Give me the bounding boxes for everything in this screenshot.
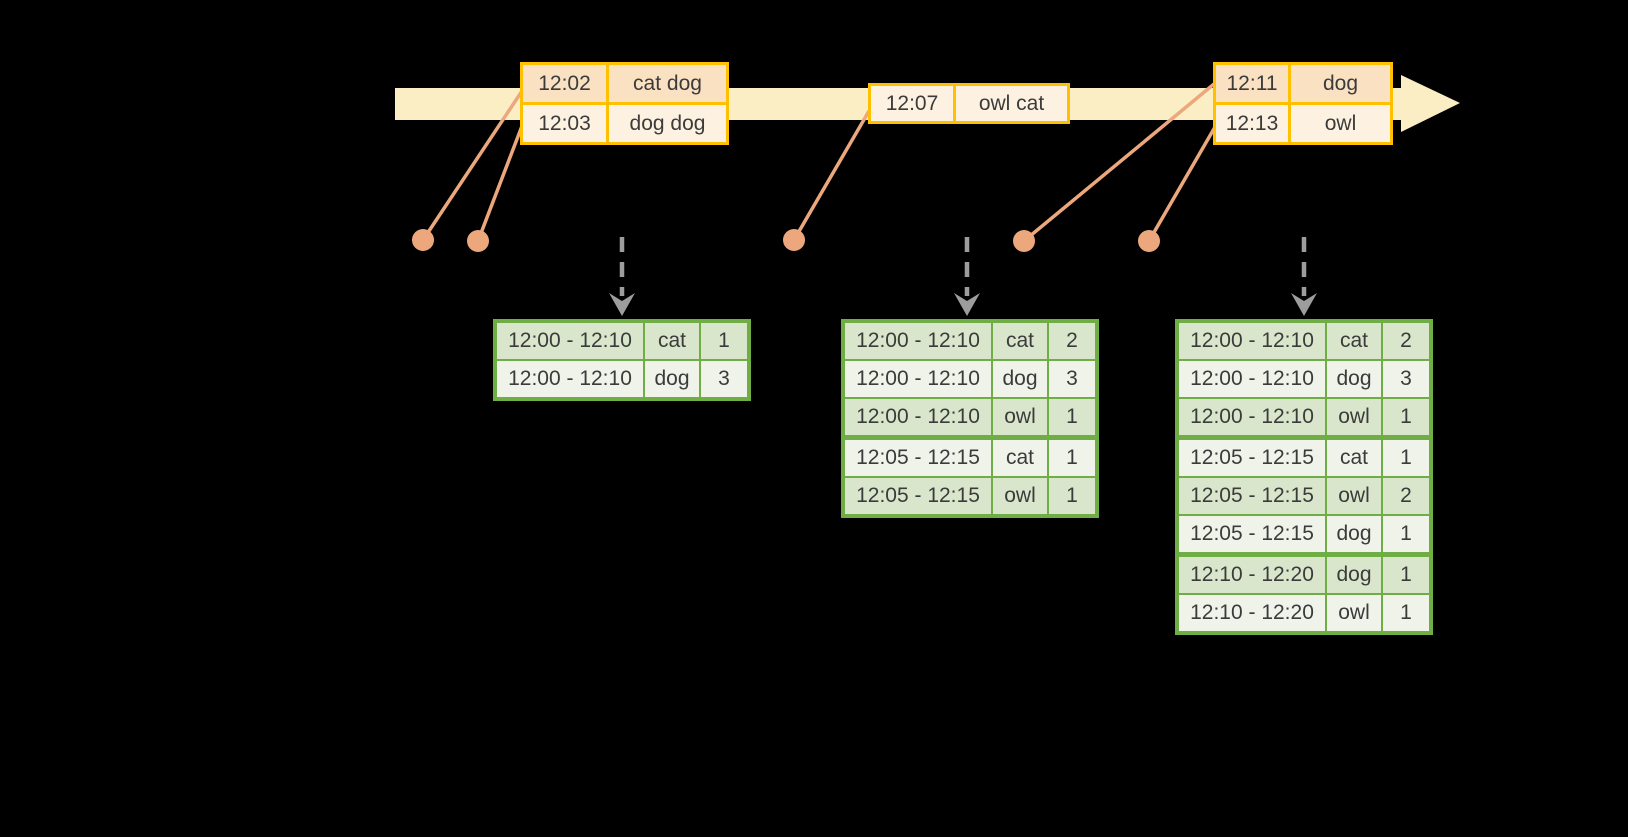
count-cell: 1 [1383,440,1429,476]
count-cell: 1 [701,323,747,359]
word-cell: dog [993,361,1049,397]
count-cell: 3 [1383,361,1429,397]
window-cell: 12:00 - 12:10 [845,399,993,435]
event-words-cell: owl cat [956,86,1067,121]
connector-line-1207 [792,110,871,241]
count-cell: 1 [1383,557,1429,593]
count-cell: 3 [701,361,747,397]
window-cell: 12:05 - 12:15 [1179,440,1327,476]
window-cell: 12:10 - 12:20 [1179,595,1327,631]
word-cell: owl [1327,399,1383,435]
count-cell: 1 [1049,440,1095,476]
word-cell: cat [1327,323,1383,359]
table-row: 12:00 - 12:10 dog 3 [845,359,1095,397]
count-cell: 1 [1383,399,1429,435]
connector-line-1202 [421,90,524,241]
event-words-cell: dog dog [609,105,726,142]
window-cell: 12:00 - 12:10 [1179,361,1327,397]
event-words-cell: dog [1291,65,1390,102]
table-row: 12:00 - 12:10 cat 1 [497,323,747,359]
word-cell: owl [1327,478,1383,514]
event-connector-lines [421,82,1217,243]
window-cell: 12:00 - 12:10 [1179,323,1327,359]
event-row: 12:07 owl cat [871,86,1067,121]
word-cell: cat [1327,440,1383,476]
connector-line-1213 [1147,126,1217,242]
word-cell: cat [993,440,1049,476]
table-row: 12:00 - 12:10 dog 3 [497,359,747,397]
event-row: 12:03 dog dog [523,102,726,142]
word-cell: owl [993,478,1049,514]
down-arrowhead-icon [1291,293,1317,316]
table-row: 12:05 - 12:15 dog 1 [1179,514,1429,552]
event-dot [412,229,434,251]
connector-line-1211 [1022,82,1216,243]
timeline-arrowhead-icon [1401,75,1460,132]
window-cell: 12:05 - 12:15 [1179,478,1327,514]
word-cell: owl [993,399,1049,435]
table-row: 12:00 - 12:10 owl 1 [845,397,1095,435]
table-row: 12:00 - 12:10 cat 2 [845,323,1095,359]
table-row: 12:05 - 12:15 owl 2 [1179,476,1429,514]
word-cell: cat [993,323,1049,359]
event-dots [412,229,1160,252]
table-row: 12:05 - 12:15 cat 1 [1179,435,1429,476]
word-cell: dog [1327,361,1383,397]
count-cell: 1 [1049,478,1095,514]
count-cell: 1 [1383,516,1429,552]
word-cell: dog [645,361,701,397]
window-cell: 12:00 - 12:10 [497,323,645,359]
event-dot [467,230,489,252]
event-dot [1013,230,1035,252]
count-cell: 2 [1383,323,1429,359]
window-cell: 12:00 - 12:10 [845,361,993,397]
event-dot [1138,230,1160,252]
down-arrowhead-icon [954,293,980,316]
table-row: 12:00 - 12:10 owl 1 [1179,397,1429,435]
down-arrowhead-icon [609,293,635,316]
table-row: 12:10 - 12:20 dog 1 [1179,552,1429,593]
table-row: 12:00 - 12:10 cat 2 [1179,323,1429,359]
event-dot [783,229,805,251]
connector-line-1203 [476,125,524,242]
result-table-1: 12:00 - 12:10 cat 1 12:00 - 12:10 dog 3 [493,319,751,401]
event-row: 12:13 owl [1216,102,1390,142]
event-time-cell: 12:13 [1216,105,1291,142]
table-row: 12:05 - 12:15 owl 1 [845,476,1095,514]
count-cell: 1 [1049,399,1095,435]
result-table-3: 12:00 - 12:10 cat 2 12:00 - 12:10 dog 3 … [1175,319,1433,635]
word-cell: dog [1327,557,1383,593]
word-cell: dog [1327,516,1383,552]
event-words-cell: cat dog [609,65,726,102]
event-box-1: 12:02 cat dog 12:03 dog dog [520,62,729,145]
table-row: 12:00 - 12:10 dog 3 [1179,359,1429,397]
window-cell: 12:05 - 12:15 [1179,516,1327,552]
event-time-cell: 12:07 [871,86,956,121]
event-words-cell: owl [1291,105,1390,142]
result-table-2: 12:00 - 12:10 cat 2 12:00 - 12:10 dog 3 … [841,319,1099,518]
event-time-cell: 12:11 [1216,65,1291,102]
count-cell: 1 [1383,595,1429,631]
window-cell: 12:05 - 12:15 [845,440,993,476]
event-time-cell: 12:03 [523,105,609,142]
event-box-2: 12:07 owl cat [868,83,1070,124]
window-cell: 12:00 - 12:10 [1179,399,1327,435]
event-time-cell: 12:02 [523,65,609,102]
window-cell: 12:00 - 12:10 [497,361,645,397]
dashed-arrowheads [609,293,1317,316]
window-cell: 12:05 - 12:15 [845,478,993,514]
count-cell: 3 [1049,361,1095,397]
dashed-arrows [619,237,1307,296]
count-cell: 2 [1049,323,1095,359]
window-cell: 12:10 - 12:20 [1179,557,1327,593]
event-box-3: 12:11 dog 12:13 owl [1213,62,1393,145]
table-row: 12:05 - 12:15 cat 1 [845,435,1095,476]
window-cell: 12:00 - 12:10 [845,323,993,359]
table-row: 12:10 - 12:20 owl 1 [1179,593,1429,631]
event-row: 12:02 cat dog [523,65,726,102]
word-cell: cat [645,323,701,359]
word-cell: owl [1327,595,1383,631]
event-row: 12:11 dog [1216,65,1390,102]
count-cell: 2 [1383,478,1429,514]
